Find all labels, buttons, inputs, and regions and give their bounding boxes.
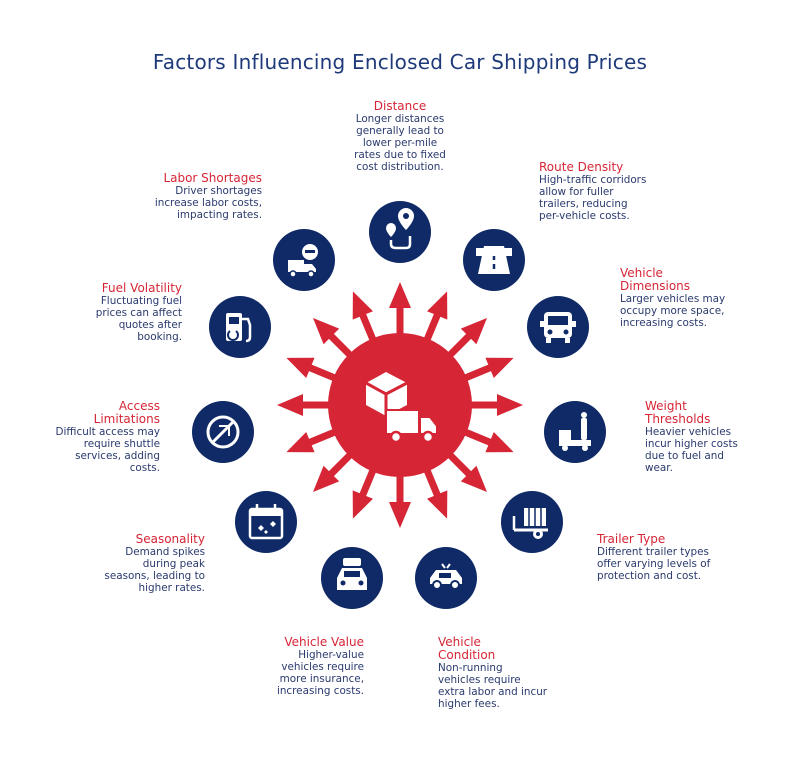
factor-description: Larger vehicles may occupy more space, i… <box>620 293 726 329</box>
factor-description: Heavier vehicles incur higher costs due … <box>645 426 738 474</box>
icon-glyph <box>386 208 414 250</box>
arrow <box>313 445 360 492</box>
arrow <box>454 424 514 453</box>
luxury-car-icon <box>321 547 383 609</box>
factor-title: Labor Shortages <box>163 171 262 185</box>
route-map-pin-icon <box>369 201 431 263</box>
trailer-icon <box>501 491 563 553</box>
factor-distance: Distance Longer distances generally lead… <box>330 99 470 174</box>
center-hub <box>328 333 472 477</box>
weight-scale-icon <box>544 401 606 463</box>
page-title: Factors Influencing Enclosed Car Shippin… <box>152 50 648 74</box>
arrow <box>352 291 381 351</box>
factor-seasonality: Seasonality Demand spikes during peak se… <box>95 532 205 595</box>
arrow <box>389 282 411 345</box>
arrow <box>277 394 340 416</box>
no-access-icon <box>192 401 254 463</box>
factor-icon-circles <box>192 201 606 609</box>
factor-weight-thresholds: Weight Thresholds Heavier vehicles incur… <box>645 399 753 475</box>
icon-glyph <box>512 508 548 539</box>
arrow <box>454 357 514 386</box>
fuel-pump-icon <box>209 296 271 358</box>
factor-title: Seasonality <box>135 532 205 546</box>
broken-car-icon <box>415 547 477 609</box>
driver-truck-icon <box>273 229 335 291</box>
arrow <box>286 357 346 386</box>
icon-glyph <box>248 504 284 540</box>
arrow <box>440 445 487 492</box>
icon-glyph <box>337 558 367 590</box>
arrow <box>313 318 360 365</box>
factor-description: Difficult access may require shuttle ser… <box>55 426 160 474</box>
factor-description: Different trailer types offer varying le… <box>597 546 711 582</box>
factor-title: Vehicle Value <box>284 635 364 649</box>
factor-vehicle-value: Vehicle Value Higher-value vehicles requ… <box>258 635 364 698</box>
arrow <box>286 424 346 453</box>
icon-circle <box>369 201 431 263</box>
factor-access-limitations: Access Limitations Difficult access may … <box>52 399 160 475</box>
arrow <box>389 465 411 528</box>
factor-description: High-traffic corridors allow for fuller … <box>539 174 647 222</box>
icon-glyph <box>430 563 462 590</box>
factor-vehicle-condition: Vehicle Condition Non-running vehicles r… <box>438 635 548 711</box>
radiating-arrows <box>277 282 523 528</box>
icon-glyph <box>559 412 591 451</box>
arrow <box>419 291 448 351</box>
factor-trailer-type: Trailer Type Different trailer types off… <box>597 532 711 583</box>
icon-glyph <box>226 313 252 343</box>
truck-with-package-icon <box>365 372 438 444</box>
factor-labor-shortages: Labor Shortages Driver shortages increas… <box>150 171 262 222</box>
icon-glyph <box>288 244 318 278</box>
factor-title: Vehicle Dimensions <box>620 266 691 293</box>
calendar-icon <box>235 491 297 553</box>
icon-circle <box>235 491 297 553</box>
factor-description: Demand spikes during peak seasons, leadi… <box>104 546 205 594</box>
arrow <box>440 318 487 365</box>
arrow <box>352 459 381 519</box>
factor-description: Driver shortages increase labor costs, i… <box>154 185 262 221</box>
factor-title: Access Limitations <box>93 399 160 426</box>
icon-glyph <box>540 312 576 343</box>
factor-description: Higher-value vehicles require more insur… <box>276 649 364 697</box>
bus-icon <box>527 296 589 358</box>
factor-title: Trailer Type <box>597 532 666 546</box>
icon-glyph <box>476 246 512 274</box>
factor-description: Non-running vehicles require extra labor… <box>438 662 548 710</box>
factor-route-density: Route Density High-traffic corridors all… <box>539 160 649 223</box>
factor-vehicle-dimensions: Vehicle Dimensions Larger vehicles may o… <box>620 266 730 330</box>
factor-title: Fuel Volatility <box>101 281 182 295</box>
factor-description: Longer distances generally lead to lower… <box>354 113 446 173</box>
factor-description: Fluctuating fuel prices can affect quote… <box>95 295 182 343</box>
factor-title: Distance <box>373 99 427 113</box>
factor-fuel-volatility: Fuel Volatility Fluctuating fuel prices … <box>80 281 182 344</box>
factor-title: Weight Thresholds <box>645 399 711 426</box>
factor-title: Vehicle Condition <box>438 635 496 662</box>
arrow <box>460 394 523 416</box>
arrow <box>419 459 448 519</box>
icon-glyph <box>206 415 240 449</box>
factor-title: Route Density <box>539 160 624 174</box>
icon-circle <box>544 401 606 463</box>
highway-icon <box>463 229 525 291</box>
